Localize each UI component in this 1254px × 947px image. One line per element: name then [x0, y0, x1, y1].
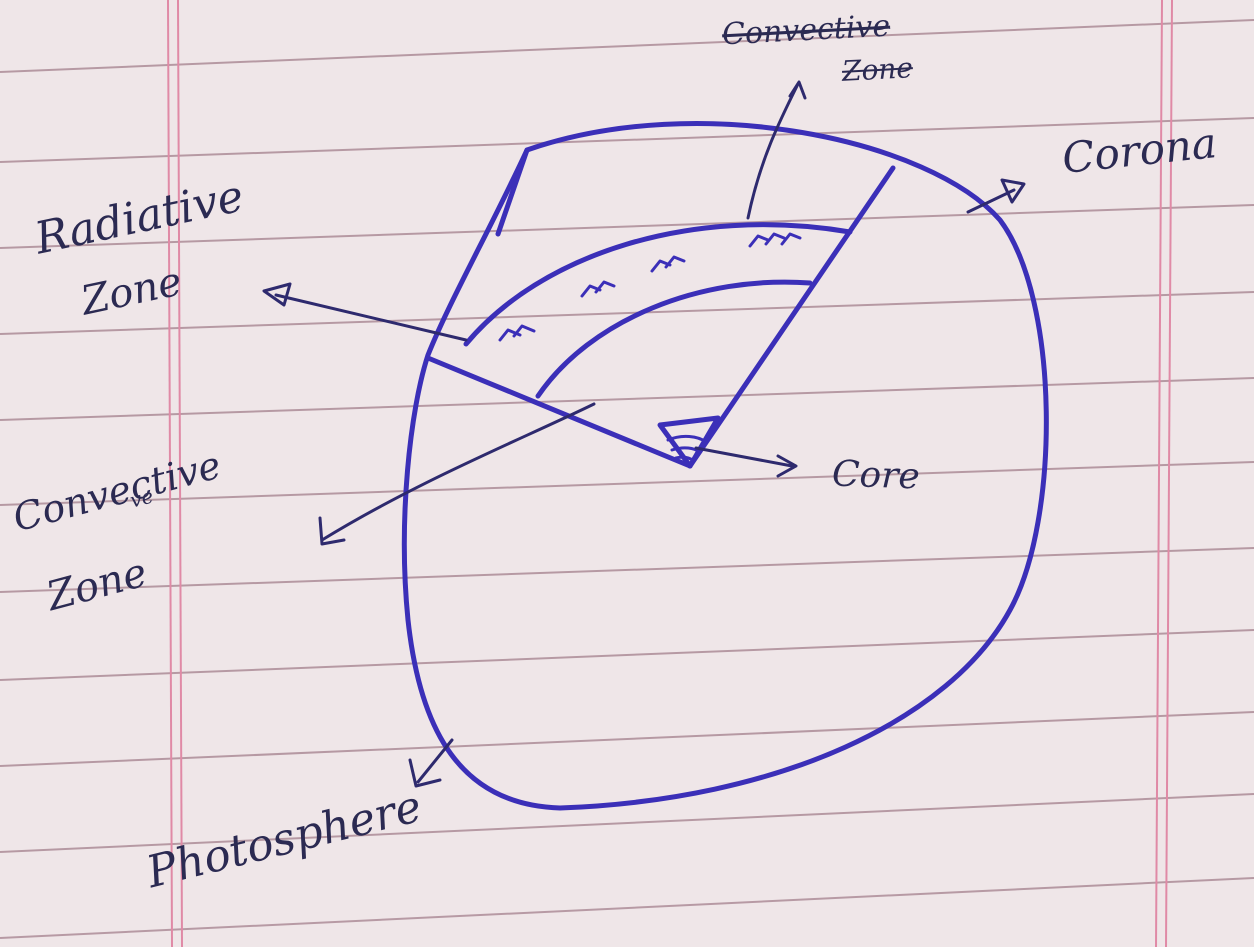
- wedge-top-stroke: [495, 147, 530, 237]
- margin-line: [1155, 0, 1163, 947]
- rule-line: [0, 629, 1254, 681]
- convective-zone-correction-insert: ve: [127, 483, 156, 513]
- core-label: Core: [831, 453, 921, 498]
- radiative-zone-inner-arc: [535, 279, 813, 399]
- core-swirl: [666, 434, 708, 463]
- arrow-photosphere: [416, 738, 454, 784]
- rule-line: [0, 377, 1254, 421]
- photosphere-outline: [401, 121, 1049, 811]
- label-arrows: [262, 80, 1026, 788]
- arrowhead: [1000, 178, 1026, 204]
- rule-line: [0, 204, 1254, 249]
- rule-line: [0, 547, 1254, 593]
- margin-line: [167, 0, 173, 947]
- wedge-right-edge: [687, 165, 896, 469]
- arrowhead: [318, 516, 346, 546]
- rule-line: [0, 19, 1254, 73]
- rule-line: [0, 793, 1254, 853]
- convective-zone-top-label: Convective: [721, 8, 891, 53]
- arrow-radiative: [274, 293, 468, 342]
- rule-line: [0, 291, 1254, 335]
- arrowhead: [262, 282, 292, 307]
- arrowhead: [776, 454, 798, 478]
- rule-line: [0, 711, 1254, 767]
- arrowhead: [408, 758, 442, 788]
- arrow-convective-left: [320, 402, 596, 542]
- rule-line: [0, 877, 1254, 939]
- margin-lines: [167, 0, 1173, 947]
- wedge-left-edge: [425, 355, 693, 469]
- radiation-mark: [650, 255, 686, 273]
- sun-diagram: [401, 121, 1049, 811]
- arrow-convective-top: [746, 82, 800, 220]
- rule-line: [0, 117, 1254, 163]
- arrow-corona: [966, 188, 1016, 214]
- radiative-zone-outer-arc: [463, 222, 853, 347]
- ruled-lines: [0, 19, 1254, 939]
- convective-zone-top-label-zone: Zone: [841, 51, 914, 88]
- radiation-marks: [498, 232, 802, 342]
- margin-line: [177, 0, 183, 947]
- radiation-mark: [748, 232, 802, 248]
- radiation-mark: [498, 324, 536, 342]
- radiation-mark: [580, 280, 616, 298]
- margin-line: [1165, 0, 1173, 947]
- arrowhead: [788, 80, 807, 100]
- arrow-core: [694, 446, 794, 468]
